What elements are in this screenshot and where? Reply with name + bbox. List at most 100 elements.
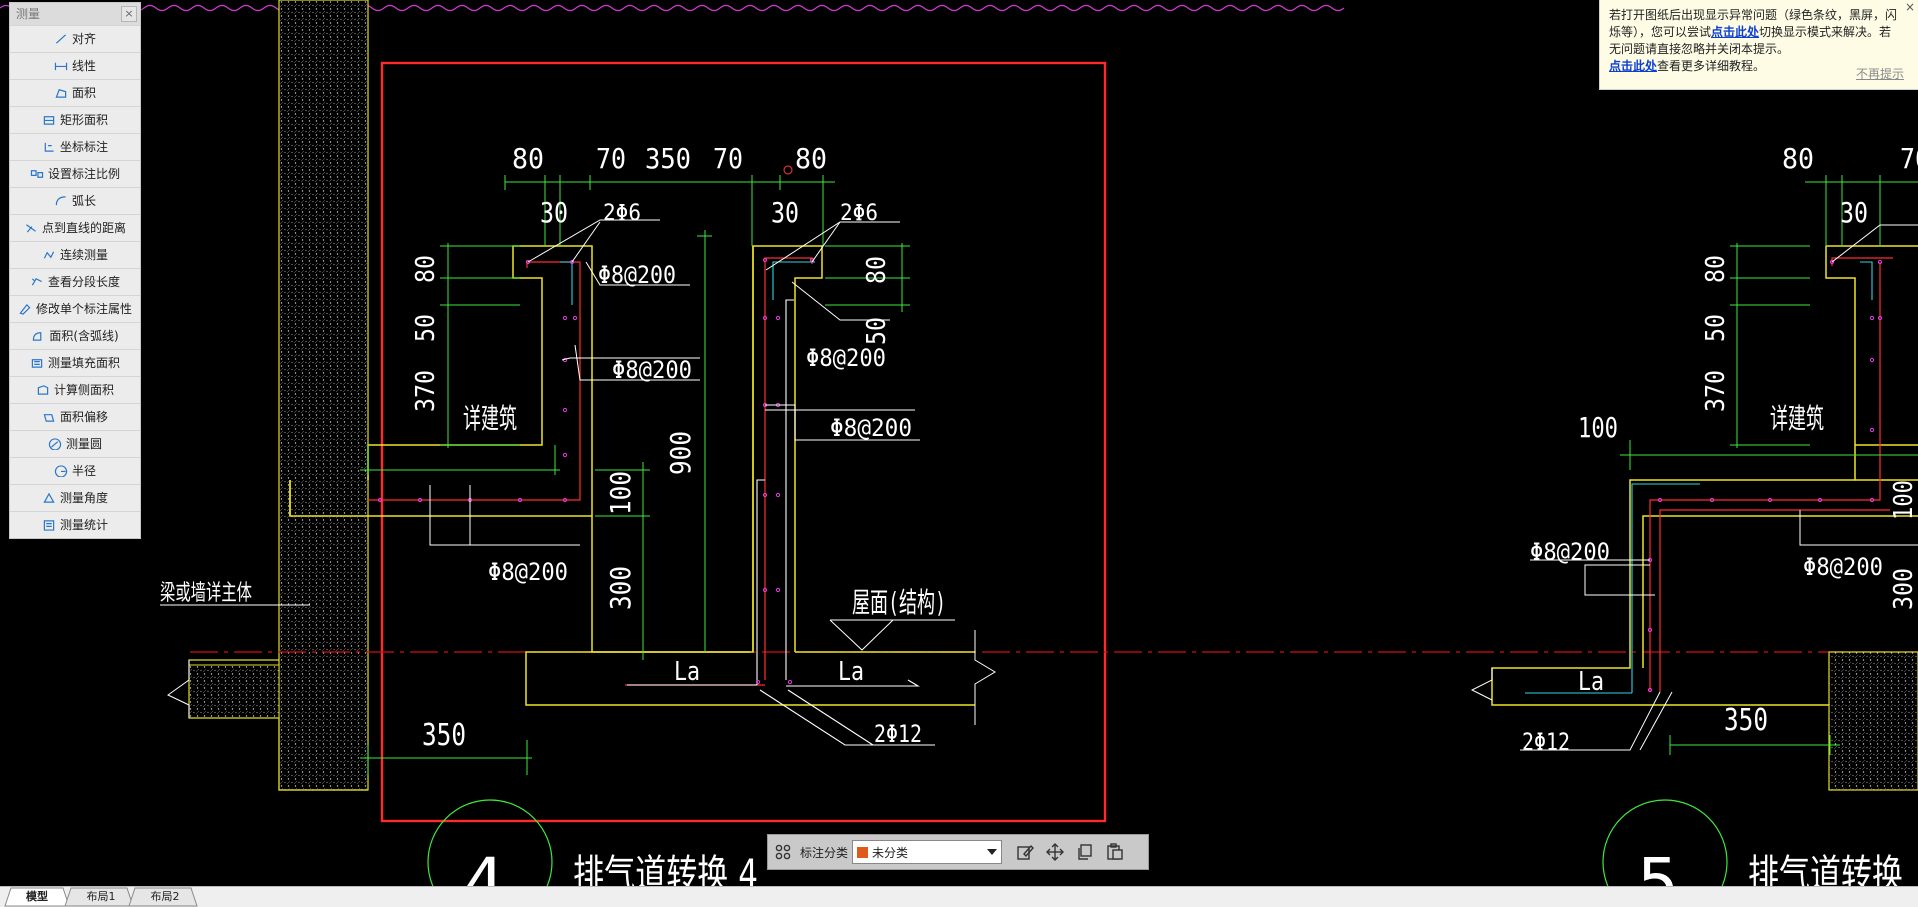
measure-panel: 测量 × 对齐线性面积矩形面积坐标标注设置标注比例弧长点到直线的距离连续测量查看… (9, 2, 141, 539)
measure-tool-5[interactable]: 坐标标注 (10, 133, 140, 160)
edit-icon[interactable] (1010, 837, 1040, 867)
annotation-category-label: 标注分类 (800, 845, 849, 860)
detail-4: 80 70 350 70 80 30 30 2Φ6 2Φ6 Φ8@200 Φ8@… (160, 0, 1918, 906)
statistics-icon (43, 520, 55, 531)
continuous-measure-icon (43, 251, 55, 259)
measure-tool-label: 修改单个标注属性 (35, 302, 132, 316)
dim-text-370-v: 370 (411, 370, 441, 412)
segment-length-icon (31, 277, 42, 286)
measure-tool-11[interactable]: 修改单个标注属性 (10, 295, 140, 322)
tab-layout1[interactable]: 布局1 (86, 890, 116, 903)
selection-frame-red (380, 61, 1107, 823)
measure-tool-16[interactable]: 测量圆 (10, 430, 140, 457)
rebar-right-cyan (772, 261, 815, 300)
d5-dim-text-70: 70 (1900, 142, 1918, 175)
paste-icon[interactable] (1100, 837, 1130, 867)
scale-icon (30, 170, 44, 178)
area-offset-icon (43, 414, 55, 422)
side-area-icon (37, 385, 49, 395)
rebar-text-2phi12: 2Φ12 (874, 720, 922, 748)
notice-close-icon[interactable]: × (1904, 0, 1916, 14)
grid-icon[interactable] (768, 837, 798, 867)
notice-text: 烁等），您可以尝试 (1609, 25, 1712, 39)
dim-text-350-bottom: 350 (422, 718, 466, 753)
base-foot-outline (525, 651, 975, 706)
tutorial-link[interactable]: 点击此处 (1609, 59, 1658, 73)
arc-area-icon (33, 332, 42, 341)
d5-dim-text-30: 30 (1840, 196, 1868, 229)
coordinate-icon (44, 142, 54, 152)
detail-bubble-5 (1602, 799, 1728, 906)
point-line-distance-icon (26, 224, 36, 233)
annotation-toolbar: 标注分类 未分类 (767, 834, 1149, 870)
measure-tool-6[interactable]: 设置标注比例 (10, 160, 140, 187)
measure-tool-19[interactable]: 测量统计 (10, 511, 140, 538)
category-selected-value: 未分类 (872, 845, 909, 860)
rebar-text-phi8-e: Φ8@200 (488, 558, 568, 586)
measure-tool-label: 测量角度 (59, 491, 108, 505)
align-icon (55, 34, 67, 44)
dim-text-80-b: 80 (795, 142, 827, 175)
dim-text-350: 350 (645, 142, 691, 175)
close-icon[interactable]: × (121, 6, 137, 22)
measure-tool-15[interactable]: 面积偏移 (10, 403, 140, 430)
measure-tool-10[interactable]: 查看分段长度 (10, 268, 140, 295)
beam-outline (188, 659, 368, 791)
measure-tool-label: 连续测量 (59, 248, 108, 262)
rebar-left-cyan (560, 261, 573, 305)
rebar-text-phi8-b: Φ8@200 (612, 356, 692, 384)
measure-tool-label: 对齐 (71, 32, 96, 46)
rebar-text-2phi6-right: 2Φ6 (840, 201, 878, 226)
edit-annotation-icon (19, 303, 31, 315)
measure-tool-9[interactable]: 连续测量 (10, 241, 140, 268)
measure-tool-label: 面积 (71, 86, 96, 100)
measure-tool-18[interactable]: 测量角度 (10, 484, 140, 511)
measure-tool-12[interactable]: 面积(含弧线) (10, 322, 140, 349)
d5-la-text: La (1578, 667, 1604, 697)
measure-tool-13[interactable]: 测量填充面积 (10, 349, 140, 376)
move-icon[interactable] (1040, 837, 1070, 867)
d5-dim-text-80: 80 (1782, 142, 1814, 175)
rebar-text-2phi6-left: 2Φ6 (603, 201, 641, 226)
detail-bubble-4 (427, 799, 553, 906)
notice-text: 查看更多详细教程。 (1657, 59, 1766, 73)
tab-model[interactable]: 模型 (26, 890, 48, 903)
copy-icon[interactable] (1070, 837, 1100, 867)
measure-tool-label: 面积偏移 (59, 410, 108, 424)
arc-length-icon (55, 196, 66, 206)
d5-dim-text-50-v: 50 (1701, 314, 1731, 342)
note-jianzhu: 详建筑 (463, 402, 517, 435)
measure-tool-7[interactable]: 弧长 (10, 187, 140, 214)
measure-panel-title: 测量 (16, 7, 41, 21)
switch-display-mode-link[interactable]: 点击此处 (1711, 25, 1760, 39)
rebar-text-phi8-a: Φ8@200 (598, 261, 676, 289)
leader-2phi12 (759, 689, 935, 746)
measure-tool-list: 对齐线性面积矩形面积坐标标注设置标注比例弧长点到直线的距离连续测量查看分段长度修… (10, 25, 140, 538)
tab-layout2[interactable]: 布局2 (150, 890, 180, 903)
measure-tool-label: 坐标标注 (59, 140, 108, 154)
la-text-right: La (838, 657, 864, 687)
measure-tool-2[interactable]: 线性 (10, 52, 140, 79)
measure-tool-label: 测量填充面积 (47, 356, 120, 370)
wall-hatch-left (278, 0, 369, 791)
measure-tool-label: 计算侧面积 (53, 383, 114, 397)
measure-tool-17[interactable]: 半径 (10, 457, 140, 484)
dont-show-again-link[interactable]: 不再提示 (1855, 67, 1904, 81)
note-beam-wall: 梁或墙详主体 (160, 581, 252, 606)
dim-text-30-left: 30 (540, 196, 568, 229)
break-line-right (974, 630, 996, 725)
area-icon (55, 89, 67, 98)
measure-tool-1[interactable]: 对齐 (10, 25, 140, 52)
measure-tool-3[interactable]: 面积 (10, 79, 140, 106)
circle-icon (48, 438, 62, 450)
measure-tool-14[interactable]: 计算侧面积 (10, 376, 140, 403)
note-roof-structure: 屋面(结构) (852, 586, 946, 619)
d5-inner-outline (1642, 515, 1918, 668)
annotation-category-select[interactable]: 未分类 (852, 840, 1003, 864)
dim-text-50-right-v: 50 (862, 317, 892, 345)
measure-tool-4[interactable]: 矩形面积 (10, 106, 140, 133)
angle-icon (43, 492, 55, 503)
rebar-text-phi8-d: Φ8@200 (830, 414, 912, 442)
measure-tool-8[interactable]: 点到直线的距离 (10, 214, 140, 241)
